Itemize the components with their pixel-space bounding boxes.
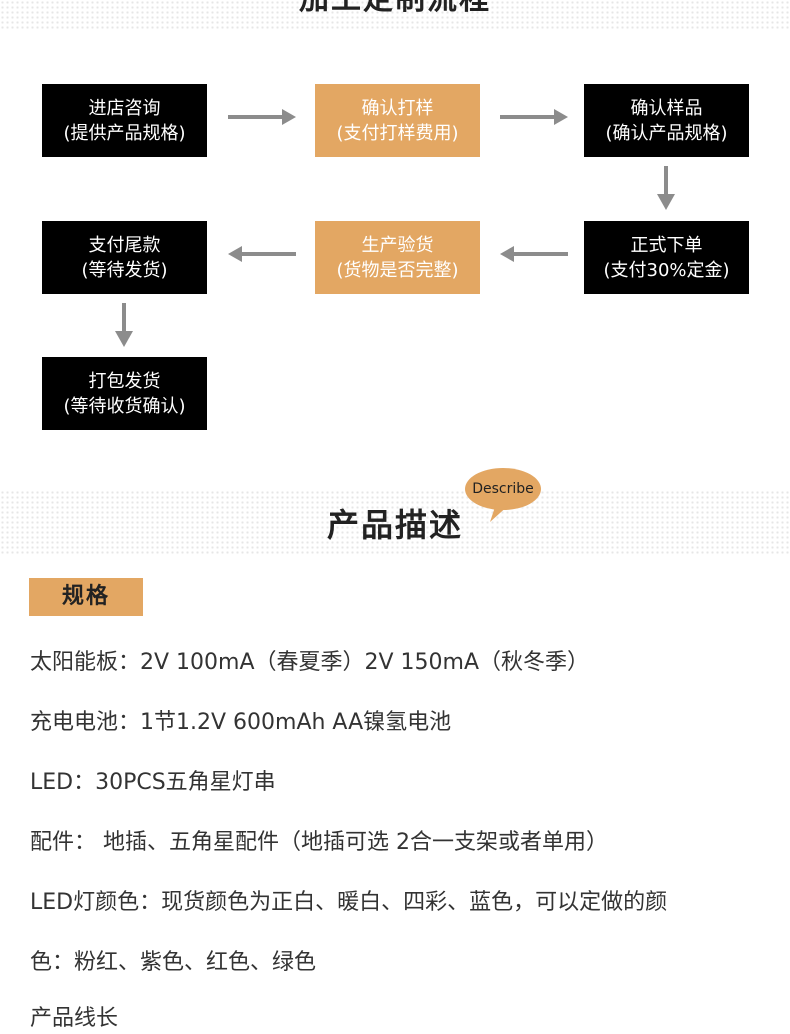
step-label: 确认样品: [630, 97, 703, 119]
spec-header: 规格: [29, 578, 143, 616]
step-sublabel: (确认产品规格): [605, 122, 728, 144]
process-title: 加工定制流程: [0, 0, 790, 18]
step-sublabel: (等待收货确认): [63, 395, 186, 417]
step-confirm-proof: 确认打样 (支付打样费用): [315, 84, 480, 157]
spec-line-accessories: 配件： 地插、五角星配件（地插可选 2合一支架或者单用）: [30, 830, 608, 855]
step-label: 确认打样: [361, 97, 434, 119]
arrow-right-icon: [228, 109, 296, 125]
step-label: 支付尾款: [88, 234, 161, 256]
step-consult: 进店咨询 (提供产品规格): [42, 84, 207, 157]
step-label: 生产验货: [361, 234, 434, 256]
description-title: 产品描述: [326, 506, 463, 544]
top-dotted-band: [0, 0, 790, 30]
spec-line-battery: 充电电池：1节1.2V 600mAh AA镍氢电池: [30, 710, 452, 735]
spec-line-led-color: LED灯颜色：现货颜色为正白、暖白、四彩、蓝色，可以定做的颜: [30, 890, 668, 915]
spec-line-wire-length: 产品线长: [30, 1006, 119, 1031]
arrow-left-icon: [228, 246, 296, 262]
step-final-payment: 支付尾款 (等待发货): [42, 221, 207, 294]
arrow-left-icon: [500, 246, 568, 262]
arrow-right-icon: [500, 109, 568, 125]
description-dotted-band: [0, 490, 790, 555]
step-ship: 打包发货 (等待收货确认): [42, 357, 207, 430]
step-label: 正式下单: [630, 234, 703, 256]
bubble-label: Describe: [472, 481, 534, 497]
step-sublabel: (等待发货): [81, 259, 168, 281]
step-production-inspection: 生产验货 (货物是否完整): [315, 221, 480, 294]
step-sublabel: (货物是否完整): [336, 259, 459, 281]
step-sublabel: (提供产品规格): [63, 122, 186, 144]
step-confirm-sample: 确认样品 (确认产品规格): [584, 84, 749, 157]
step-label: 打包发货: [88, 370, 161, 392]
spec-line-solar-panel: 太阳能板：2V 100mA（春夏季）2V 150mA（秋冬季）: [30, 650, 590, 675]
step-label: 进店咨询: [88, 97, 161, 119]
arrow-down-icon: [115, 303, 133, 347]
speech-bubble-icon: [465, 468, 541, 522]
step-sublabel: (支付打样费用): [336, 122, 459, 144]
spec-line-led: LED：30PCS五角星灯串: [30, 770, 276, 795]
step-sublabel: (支付30%定金): [603, 259, 730, 281]
spec-line-led-color-cont: 色：粉红、紫色、红色、绿色: [30, 950, 317, 975]
step-place-order: 正式下单 (支付30%定金): [584, 221, 749, 294]
arrow-down-icon: [657, 166, 675, 210]
